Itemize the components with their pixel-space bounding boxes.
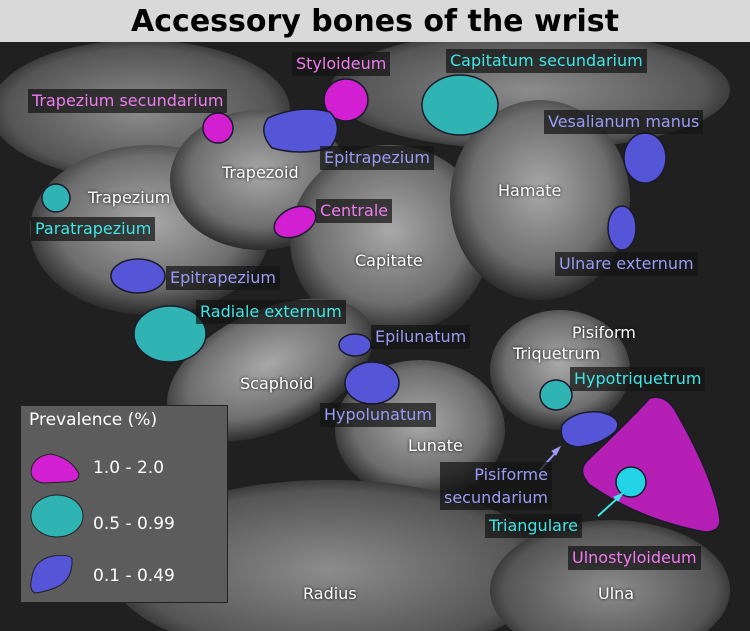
legend-range-low: 0.1 - 0.49 (93, 566, 175, 586)
legend-swatch-low (30, 554, 73, 594)
label-triangulare: Triangulare (485, 514, 583, 538)
hypolunatum-shape (344, 361, 400, 405)
epilunatum-shape (338, 333, 372, 357)
label-styloideum: Styloideum (292, 52, 391, 76)
label-trapezium: Trapezium (88, 188, 171, 207)
page-title: Accessory bones of the wrist (131, 3, 619, 39)
ulnare-externum-shape (607, 205, 637, 251)
triquetrum-bone (490, 310, 630, 430)
radiale-externum-shape (133, 305, 207, 363)
label-triquetrum: Triquetrum (513, 344, 601, 363)
label-pisiform: Pisiform (572, 323, 636, 342)
legend-swatches (30, 453, 84, 594)
hamate-bone (450, 100, 630, 300)
label-pisiforme-line1: Pisiforme (474, 465, 548, 484)
label-capitate: Capitate (355, 251, 423, 270)
label-ulnare-externum: Ulnare externum (555, 252, 698, 276)
label-lunate: Lunate (408, 436, 463, 455)
label-vesalianum-manus: Vesalianum manus (544, 110, 704, 134)
label-scaphoid: Scaphoid (240, 374, 314, 393)
trapezium-secundarium-shape (202, 112, 234, 144)
label-ulna: Ulna (598, 584, 635, 603)
capitate-bone (290, 145, 490, 335)
label-radius: Radius (303, 584, 357, 603)
label-epitrapezium-top: Epitrapezium (320, 146, 434, 170)
legend-title: Prevalence (%) (29, 410, 158, 430)
centrale-shape (273, 205, 317, 239)
label-hypotriquetrum: Hypotriquetrum (570, 367, 706, 391)
legend-range-high: 1.0 - 2.0 (93, 458, 165, 478)
epitrapezium-lower-shape (110, 258, 166, 294)
label-ulnostyloideum: Ulnostyloideum (568, 546, 701, 570)
label-capitatum-secundarium: Capitatum secundarium (446, 49, 647, 73)
title-bar: Accessory bones of the wrist (0, 0, 750, 42)
label-pisiforme-secundarium: Pisiforme secundarium (440, 462, 552, 510)
label-pisiforme-line2: secundarium (444, 488, 548, 507)
label-hypolunatum: Hypolunatum (320, 403, 436, 427)
paratrapezium-shape (41, 183, 71, 213)
pisiforme-secundarium-shape (560, 411, 619, 448)
legend-swatch-high (30, 453, 80, 484)
legend-range-mid: 0.5 - 0.99 (93, 514, 175, 534)
label-epilunatum: Epilunatum (371, 325, 471, 349)
styloideum-shape (323, 78, 369, 122)
label-centrale: Centrale (316, 199, 393, 223)
label-epitrapezium-lower: Epitrapezium (166, 266, 280, 290)
label-radiale-externum: Radiale externum (196, 300, 346, 324)
label-hamate: Hamate (498, 181, 562, 200)
label-trapezium-secundarium: Trapezium secundarium (28, 89, 228, 113)
hypotriquetrum-shape (539, 379, 573, 411)
label-paratrapezium: Paratrapezium (31, 217, 156, 241)
triangulare-shape (615, 466, 647, 498)
vesalianum-manus-shape (623, 132, 667, 184)
legend-swatch-mid (30, 494, 84, 538)
legend: Prevalence (%) 1.0 - 2.0 0.5 - 0.99 0.1 … (20, 405, 228, 603)
capitatum-secundarium-shape (421, 74, 499, 136)
label-trapezoid: Trapezoid (222, 163, 299, 182)
